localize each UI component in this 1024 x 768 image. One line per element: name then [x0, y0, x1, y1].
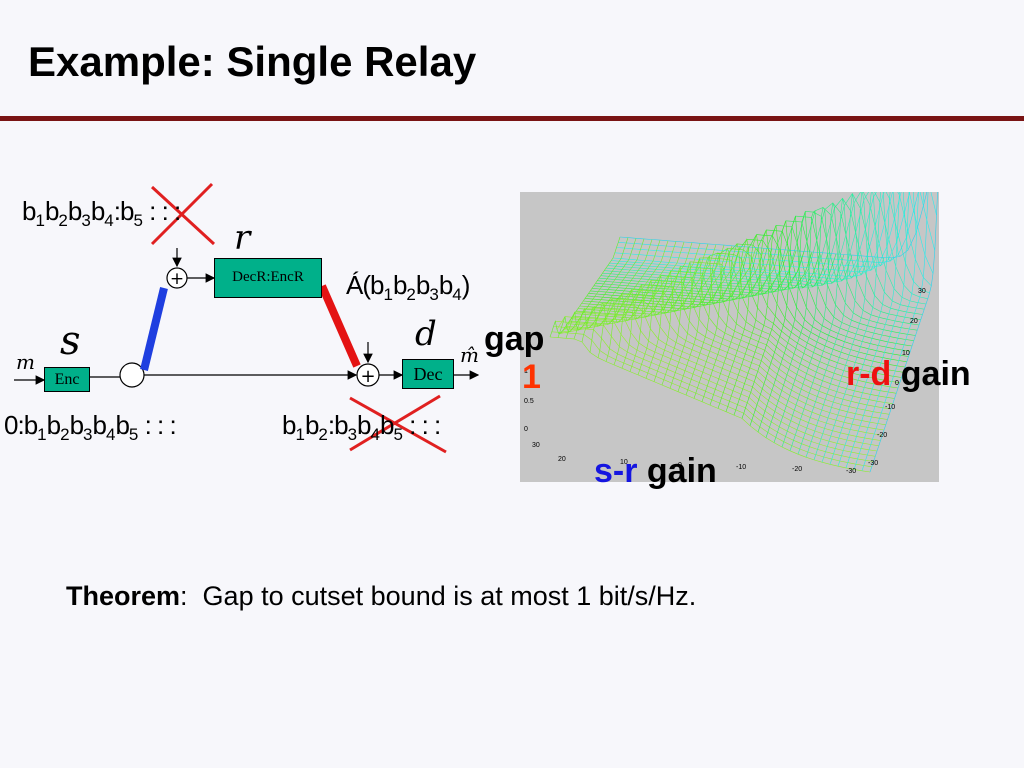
decoder-box: Dec	[402, 359, 454, 389]
destination-label: d	[415, 314, 437, 354]
x-tick-label: 10	[620, 459, 628, 466]
surface-mesh-line	[589, 240, 661, 353]
relay-bit-sequence: b1b2b3b4:b5 : : :	[22, 196, 181, 230]
surface-mesh-line	[829, 179, 901, 465]
gap-surface-plot: 1 0.5 0 30 20 10 0 -10 -20 -30 30 20 10 …	[520, 157, 941, 482]
surface-mesh-line	[693, 247, 765, 399]
surface-mesh-line	[565, 293, 886, 426]
y-tick-label: 30	[918, 288, 926, 295]
z-tick-label: 0.5	[524, 398, 534, 405]
surface-mesh-line	[653, 245, 725, 382]
surface-mesh-line	[765, 210, 837, 438]
surface-mesh-line	[725, 229, 797, 412]
y-tick-label: -20	[877, 432, 888, 439]
surface-mesh-line	[637, 243, 709, 375]
x-axis-label: s-r gain	[594, 452, 717, 490]
surface-mesh-line	[757, 211, 829, 433]
surface-mesh-line	[613, 241, 685, 365]
surface-mesh-line	[573, 238, 645, 339]
theorem-text: Gap to cutset bound is at most 1 bit/s/H…	[187, 581, 697, 611]
surface-mesh-line	[597, 240, 669, 358]
surface-mesh-line	[733, 225, 805, 416]
dest-bits-crossout	[349, 394, 447, 454]
surface-mesh-line	[869, 157, 941, 473]
y-tick-label: 0	[895, 380, 899, 387]
x-tick-label: 0	[678, 462, 682, 469]
surface-mesh-line	[789, 198, 861, 451]
z-axis-label-gap: gap	[484, 320, 545, 358]
surface-mesh-line	[629, 243, 701, 372]
x-tick-label: -30	[846, 468, 857, 475]
surface-mesh-line	[611, 179, 932, 287]
source-label: s	[60, 318, 81, 364]
source-bit-sequence: 0:b1b2b3b4b5 : : :	[4, 410, 177, 444]
y-tick-label: -30	[868, 460, 879, 467]
surface-mesh-line	[797, 193, 869, 455]
surface-mesh-line	[861, 162, 933, 471]
message-estimate-label: m̂	[460, 343, 479, 367]
surface-mesh-line	[773, 206, 845, 443]
surface-mesh-line	[781, 202, 853, 448]
surface-mesh-line	[669, 246, 741, 389]
y-tick-label: 20	[910, 318, 918, 325]
relay-bits-crossout	[150, 182, 216, 246]
surface-mesh-line	[605, 241, 677, 362]
relay-label: r	[234, 218, 251, 258]
title-divider	[0, 116, 1024, 121]
relay-plus-symbol: +	[170, 269, 184, 289]
theorem-label: Theorem	[66, 581, 181, 611]
source-node-circle	[119, 362, 145, 388]
dest-plus-symbol: +	[360, 366, 375, 387]
surface-mesh-line	[717, 234, 789, 409]
surface-mesh-line	[557, 237, 629, 338]
x-tick-label: 20	[558, 456, 566, 463]
relay-decode-encode-box: DecR:EncR	[214, 258, 322, 298]
surface-mesh-line	[549, 236, 621, 338]
encoder-box: Enc	[44, 367, 90, 392]
surface-mesh-line	[837, 175, 909, 467]
relay-output-bits: Á(b1b2b3b4)	[346, 270, 470, 304]
surface-mesh-line	[591, 225, 913, 347]
z-tick-label: 1	[524, 368, 528, 375]
surface-mesh	[549, 157, 941, 473]
y-axis-label: r-d gain	[846, 355, 971, 393]
surface-mesh-line	[677, 246, 749, 392]
surface-mesh-line	[562, 303, 883, 436]
surface-mesh-line	[805, 189, 877, 458]
x-tick-label: -10	[736, 464, 747, 471]
theorem-statement: Theorem: Gap to cutset bound is at most …	[66, 581, 697, 611]
relay-dest-link	[318, 284, 361, 368]
y-tick-label: -10	[885, 404, 896, 411]
surface-mesh-line	[749, 216, 821, 426]
surface-mesh-line	[581, 239, 653, 343]
surface-mesh-line	[845, 171, 917, 468]
message-input-label: m	[16, 350, 35, 374]
z-tick-label: 0	[524, 426, 528, 433]
z-axis-label-value: 1	[522, 358, 541, 396]
source-relay-link	[140, 287, 168, 371]
x-tick-label: -20	[792, 466, 803, 473]
surface-mesh-line	[853, 166, 925, 470]
surface-mesh-line	[821, 183, 893, 463]
destination-bit-sequence: b1b2:b3b4b5 : : :	[282, 410, 441, 444]
surface-mesh-line	[709, 238, 781, 406]
y-tick-label: 10	[902, 350, 910, 357]
slide-title: Example: Single Relay	[28, 38, 477, 85]
x-tick-label: 30	[532, 442, 540, 449]
